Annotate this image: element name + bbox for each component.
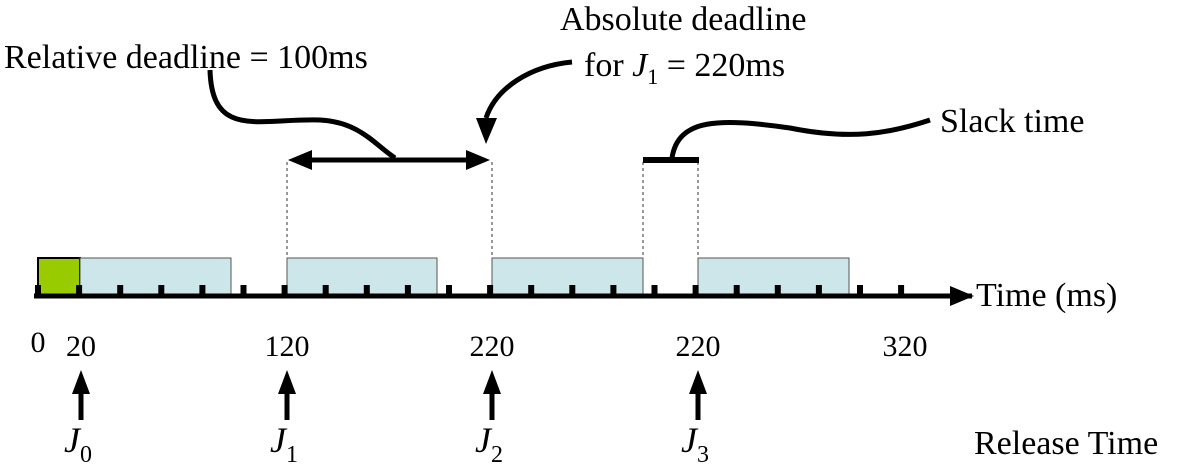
tick-label-4: 220 <box>676 330 721 363</box>
job-label-3: J3 <box>681 420 709 468</box>
execution-block-2 <box>491 257 644 297</box>
job-label-1: J1 <box>270 420 298 468</box>
relative-deadline-arrow-right <box>466 150 490 170</box>
first-job-block <box>37 257 81 297</box>
release-time-label: Release Time <box>974 425 1158 462</box>
slack-time-callout <box>669 117 931 159</box>
relative-deadline-arrow-left <box>288 150 312 170</box>
absolute-deadline-label-line2: for J1 = 220ms <box>584 47 785 89</box>
execution-block-3 <box>697 257 850 297</box>
tick-label-3: 220 <box>470 330 515 363</box>
relative-deadline-label: Relative deadline = 100ms <box>4 39 368 76</box>
job-label-2: J2 <box>475 420 503 468</box>
tick-label-5: 320 <box>883 330 928 363</box>
slack-time-label: Slack time <box>940 103 1084 140</box>
time-axis-label: Time (ms) <box>976 277 1117 314</box>
tick-label-1: 20 <box>66 330 96 363</box>
execution-block-1 <box>286 257 438 297</box>
execution-block-0 <box>79 257 232 297</box>
tick-label-2: 120 <box>265 330 310 363</box>
absolute-deadline-label-line1: Absolute deadline <box>560 1 806 38</box>
absolute-deadline-callout <box>483 59 573 119</box>
guide-lines <box>286 162 699 258</box>
relative-deadline-callout <box>207 69 397 161</box>
axis-tick-marks <box>35 285 905 298</box>
release-arrows <box>72 370 707 420</box>
tick-label-0: 0 <box>31 326 46 359</box>
absolute-deadline-arrowhead <box>476 118 497 144</box>
time-axis-arrowhead <box>950 286 974 306</box>
job-label-0: J0 <box>64 420 92 468</box>
